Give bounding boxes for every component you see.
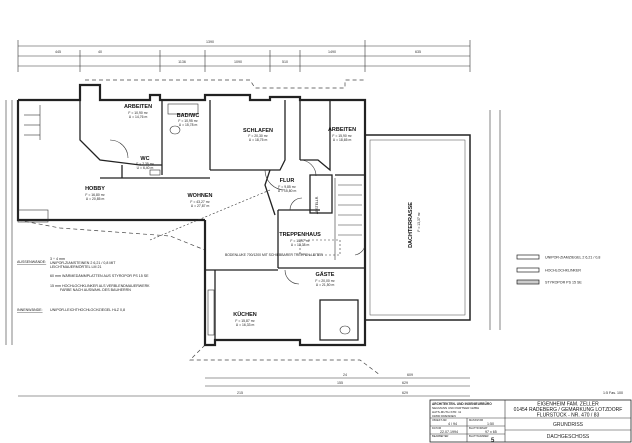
- project-line: EIGENHEIM FAM. ZELLER: [537, 402, 599, 408]
- note-line: UNIPOR-ZIAMSTEINEN 2 6,21 / 0,8 MIT: [50, 261, 116, 265]
- room-area: F = 10,90 m²: [128, 111, 148, 115]
- dim-top: 445: [55, 50, 61, 54]
- room-perimeter: U = 20,85 m: [86, 197, 105, 201]
- note-line: 3 ÷ 4 mm: [50, 257, 65, 261]
- room-label-abstellraum: ABSTELLR.: [315, 196, 319, 214]
- dim-bottom: 24: [343, 373, 347, 377]
- drawing-subtitle: DACHGESCHOSS: [547, 434, 590, 440]
- blattformat-label: BLATTFORMAT: [469, 426, 488, 430]
- note-line: 60 mm WÄRMEDÄMMPLATTEN AUS STYROPOR PS 1…: [50, 274, 149, 278]
- room-perimeter: U = 13,38 m: [291, 243, 310, 247]
- dim-bottom: 609: [407, 373, 413, 377]
- dim-top: 1136: [178, 60, 186, 64]
- room-label-kuechen: KÜCHEN: [233, 311, 257, 318]
- room-label-arbeiten: ARBEITEN: [124, 104, 152, 110]
- roof-overhang: [17, 79, 381, 376]
- exterior-walls: [16, 83, 367, 347]
- aussenwaende-label: AUSSENWÄNDE:: [17, 260, 46, 264]
- title-block: 1:5 Fas. 100 ARCHITEKTEN- UND INGENIEURB…: [429, 391, 632, 443]
- room-perimeter: U = 6,40 m: [137, 166, 154, 170]
- room-perimeter: U = 15,80 m: [278, 189, 297, 193]
- bodenluke-note: BODENLUKE 700/1200 MIT SCHIEBBARER TREPP…: [225, 253, 323, 257]
- legend-label: UNIPOR-ZIAMZIEGEL 2 6,21 / 0,8: [545, 256, 600, 260]
- room-perimeter: U = 18,75 m: [249, 138, 268, 142]
- drawing-title: GRUNDRISS: [553, 422, 584, 428]
- bottom-dimension-lines: 24 155 609 629 629 215: [18, 373, 470, 397]
- left-dimension-lines: [5, 100, 501, 345]
- office-line: NEUMANN UND PARTNER GMBH: [432, 406, 479, 410]
- note-line: LEICHTMAUERMÖRTEL LM 21: [50, 265, 102, 269]
- dim-top: 40: [98, 50, 102, 54]
- dim-top: 1490: [328, 50, 336, 54]
- dim-bottom: 629: [402, 381, 408, 385]
- datum-label: DATUM: [432, 426, 441, 430]
- note-line: 15 mm HOCHLOCHKLINKER ALS VERBLENDMAUERW…: [50, 284, 150, 288]
- room-perimeter: U = 27,87 m: [191, 204, 210, 208]
- room-label-wohnen: WOHNEN: [187, 193, 212, 199]
- room-perimeter: U = 14,76 m: [129, 115, 148, 119]
- dim-bottom: 155: [337, 381, 343, 385]
- office-line: 01800 DRESDEN: [432, 414, 456, 418]
- room-label-wc: WC: [140, 156, 149, 162]
- top-dimension-lines: 445 40 1390 1136 1090 510 1490 635: [17, 40, 471, 72]
- bearbeiter-label: BEARBEITER: [432, 434, 449, 438]
- wall-notes: AUSSENWÄNDE: 3 ÷ 4 mm UNIPOR-ZIAMSTEINEN…: [17, 257, 150, 312]
- dim-top: 1390: [206, 40, 214, 44]
- room-area: F = 15,90 m²: [332, 134, 352, 138]
- room-perimeter: U = 16,33 m: [236, 323, 255, 327]
- blattnummer-label: BLATTNUMMER: [469, 434, 489, 438]
- room-label-hobby: HOBBY: [85, 186, 105, 192]
- room-label-arbeiten: ARBEITEN: [328, 127, 356, 133]
- blattnummer-value: 5: [491, 438, 495, 443]
- sheet-reference: 1:5 Fas. 100: [603, 391, 623, 395]
- room-perimeter: U = 18,65 m: [333, 138, 352, 142]
- massstab-label: MASSSTAB: [469, 418, 483, 422]
- room-area: F = 20,30 m²: [248, 134, 268, 138]
- room-label-gaeste: GÄSTE: [316, 271, 335, 278]
- note-line: FARBE NACH AUSWAHL DES BAUHERRN: [60, 288, 131, 292]
- room-perimeter: U = 15,78 m: [179, 123, 198, 127]
- room-area: F = 15,87 m²: [235, 319, 255, 323]
- innenwaende-label: INNENWÄNDE:: [17, 308, 43, 312]
- legend-label: STYROPOR PS 15 SE: [545, 281, 582, 285]
- dim-bottom: 215: [237, 391, 243, 395]
- dim-top: 510: [282, 60, 288, 64]
- room-label-schlafen: SCHLAFEN: [243, 128, 273, 134]
- dim-bottom: 629: [402, 391, 408, 395]
- dim-top: 1090: [234, 60, 242, 64]
- datum-value: 22.07.1994: [440, 430, 458, 434]
- room-labels: ARBEITEN F = 10,90 m² U = 14,76 m BAD/WC…: [85, 104, 356, 327]
- blattformat-value: 97 x 65: [485, 430, 497, 434]
- room-area: F = 16,80 m²: [85, 193, 105, 197]
- room-area: F = 10,95 m²: [178, 119, 198, 123]
- note-line: UNIPOR-LEICHTHOCHLOCHZIEGEL HLZ 0,8: [50, 308, 125, 312]
- project-line: 01454 RADEBERG / GEMARKUNG LOTZDORF: [514, 407, 623, 413]
- legend-label: HOCHLOCHKLINKER: [545, 269, 581, 273]
- room-area: F = 10,97 m²: [290, 239, 310, 243]
- room-area-dachterrasse: F = 13,37 m²: [417, 211, 421, 231]
- room-label-treppenhaus: TREPPENHAUS: [279, 232, 321, 238]
- room-area: F = 20,00 m²: [315, 279, 335, 283]
- wall-legend: UNIPOR-ZIAMZIEGEL 2 6,21 / 0,8 HOCHLOCHK…: [516, 254, 600, 285]
- room-perimeter: U = 21,50 m: [316, 283, 335, 287]
- interior-walls: [24, 100, 366, 341]
- office-name: ARCHITEKTEN- UND INGENIEURBÜRO: [432, 401, 492, 406]
- room-label-dachterrasse: DACHTERRASSE: [408, 202, 414, 248]
- objekt-label: OBJEKT-NR.: [432, 418, 448, 422]
- project-line: FLURSTÜCK - NR. 470 / 83: [537, 412, 600, 419]
- objekt-value: 4 / 94: [448, 422, 457, 426]
- room-area: F = 2,35 m²: [136, 162, 154, 166]
- room-area: F = 9,85 m²: [278, 185, 296, 189]
- room-area: F = 43,27 m²: [190, 200, 210, 204]
- dim-top: 635: [415, 50, 421, 54]
- office-line: HATS-MUTH-STR. 11: [432, 410, 462, 414]
- massstab-value: 1:50: [487, 422, 494, 426]
- dachterrasse-area: DACHTERRASSE F = 13,37 m²: [364, 134, 471, 321]
- room-label-flur: FLUR: [280, 178, 295, 184]
- room-label-bad-wc: BAD/WC: [177, 113, 200, 119]
